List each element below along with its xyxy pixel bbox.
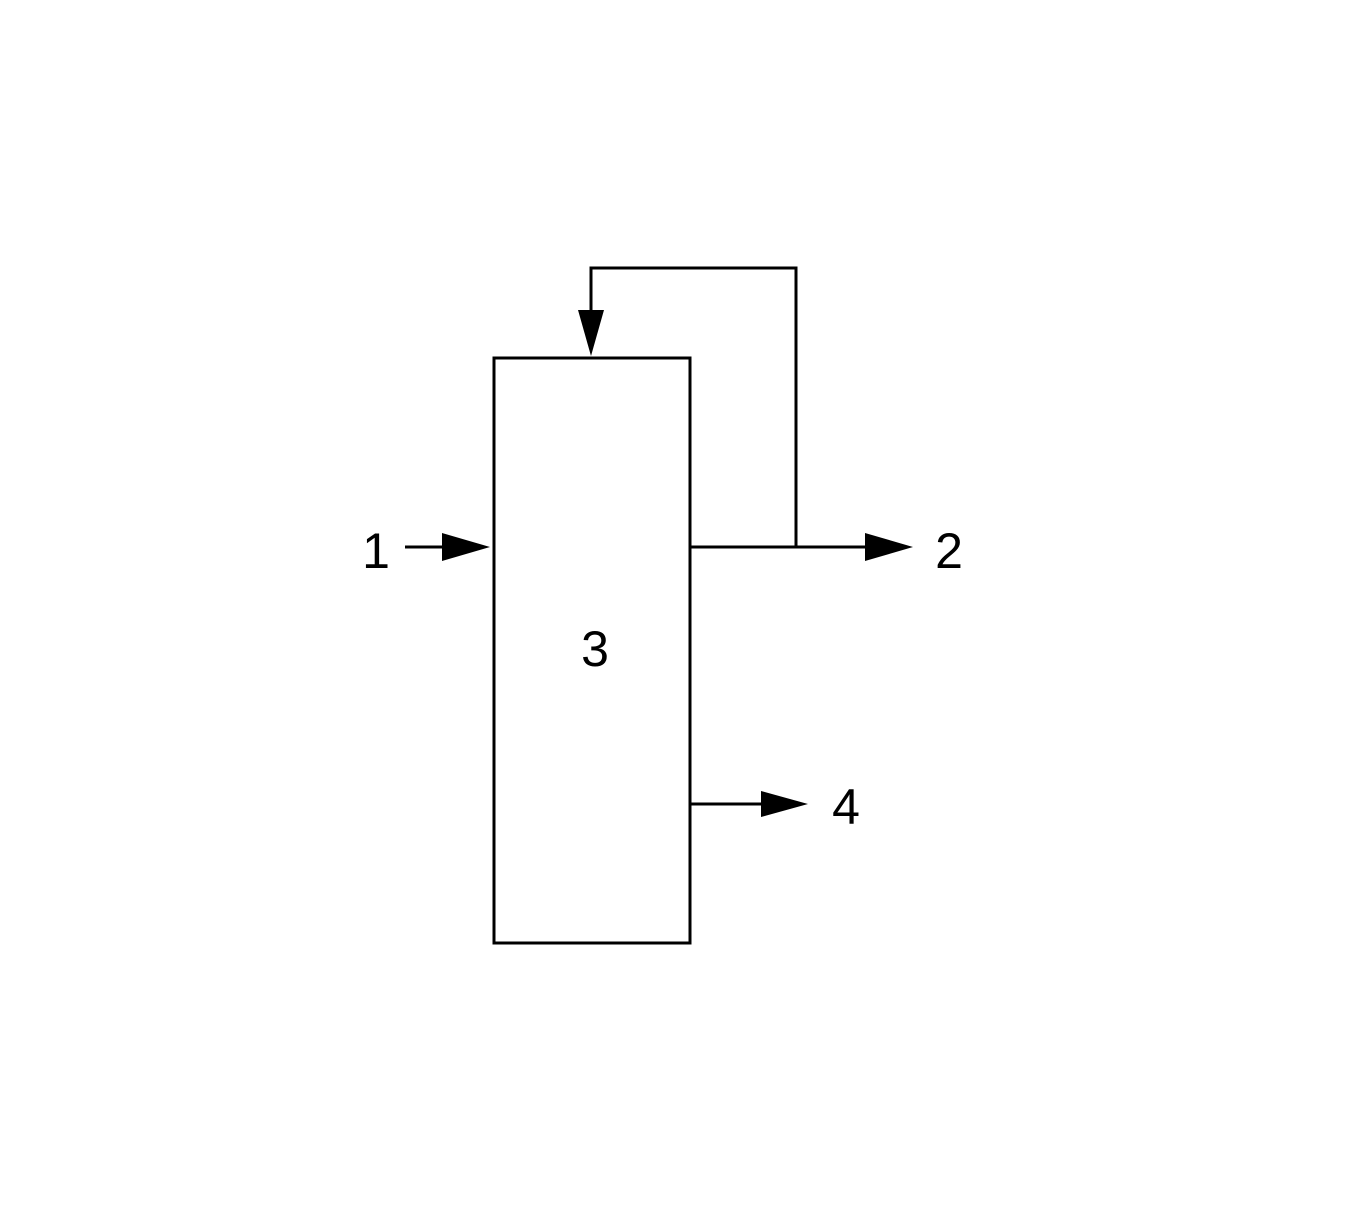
overhead-label: 2 bbox=[935, 523, 963, 579]
feed-label: 1 bbox=[362, 523, 390, 579]
feed-arrowhead bbox=[442, 533, 490, 561]
recycle-loop-line bbox=[589, 266, 798, 547]
bottoms-arrowhead bbox=[761, 791, 808, 817]
bottoms-label: 4 bbox=[832, 779, 860, 835]
column-label: 3 bbox=[581, 621, 609, 677]
column-box bbox=[492, 356, 692, 945]
overhead-arrowhead bbox=[865, 533, 913, 561]
recycle-arrowhead bbox=[578, 310, 604, 356]
